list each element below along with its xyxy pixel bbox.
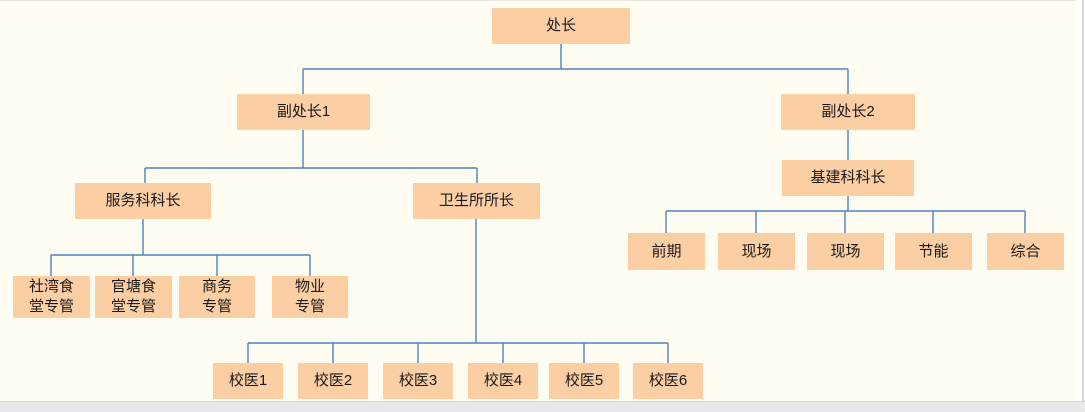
- org-node-canteen-shewan[interactable]: 社湾食 堂专管: [13, 276, 90, 318]
- org-node-energy[interactable]: 节能: [895, 233, 972, 270]
- org-node-doctor1[interactable]: 校医1: [213, 363, 283, 399]
- org-node-director[interactable]: 处长: [492, 8, 630, 44]
- org-node-clinic-head[interactable]: 卫生所所长: [413, 183, 540, 219]
- org-node-construction-chief[interactable]: 基建科科长: [782, 160, 914, 196]
- org-node-pre-phase[interactable]: 前期: [628, 233, 705, 270]
- org-node-doctor6[interactable]: 校医6: [633, 363, 703, 399]
- org-node-business[interactable]: 商务 专管: [179, 276, 255, 318]
- org-node-site-2[interactable]: 现场: [807, 233, 884, 270]
- org-node-doctor3[interactable]: 校医3: [383, 363, 453, 399]
- org-node-deputy1[interactable]: 副处长1: [237, 94, 370, 130]
- org-node-doctor4[interactable]: 校医4: [468, 363, 538, 399]
- org-node-site-1[interactable]: 现场: [718, 233, 795, 270]
- org-node-service-chief[interactable]: 服务科科长: [75, 183, 211, 219]
- org-node-doctor5[interactable]: 校医5: [549, 363, 619, 399]
- org-node-doctor2[interactable]: 校医2: [298, 363, 368, 399]
- org-node-canteen-guantang[interactable]: 官塘食 堂专管: [95, 276, 172, 318]
- org-node-deputy2[interactable]: 副处长2: [781, 94, 915, 130]
- window-bottom-bar: [0, 401, 1085, 412]
- window-right-edge: [1082, 0, 1084, 402]
- org-node-property[interactable]: 物业 专管: [272, 276, 348, 318]
- org-node-general[interactable]: 综合: [987, 233, 1064, 270]
